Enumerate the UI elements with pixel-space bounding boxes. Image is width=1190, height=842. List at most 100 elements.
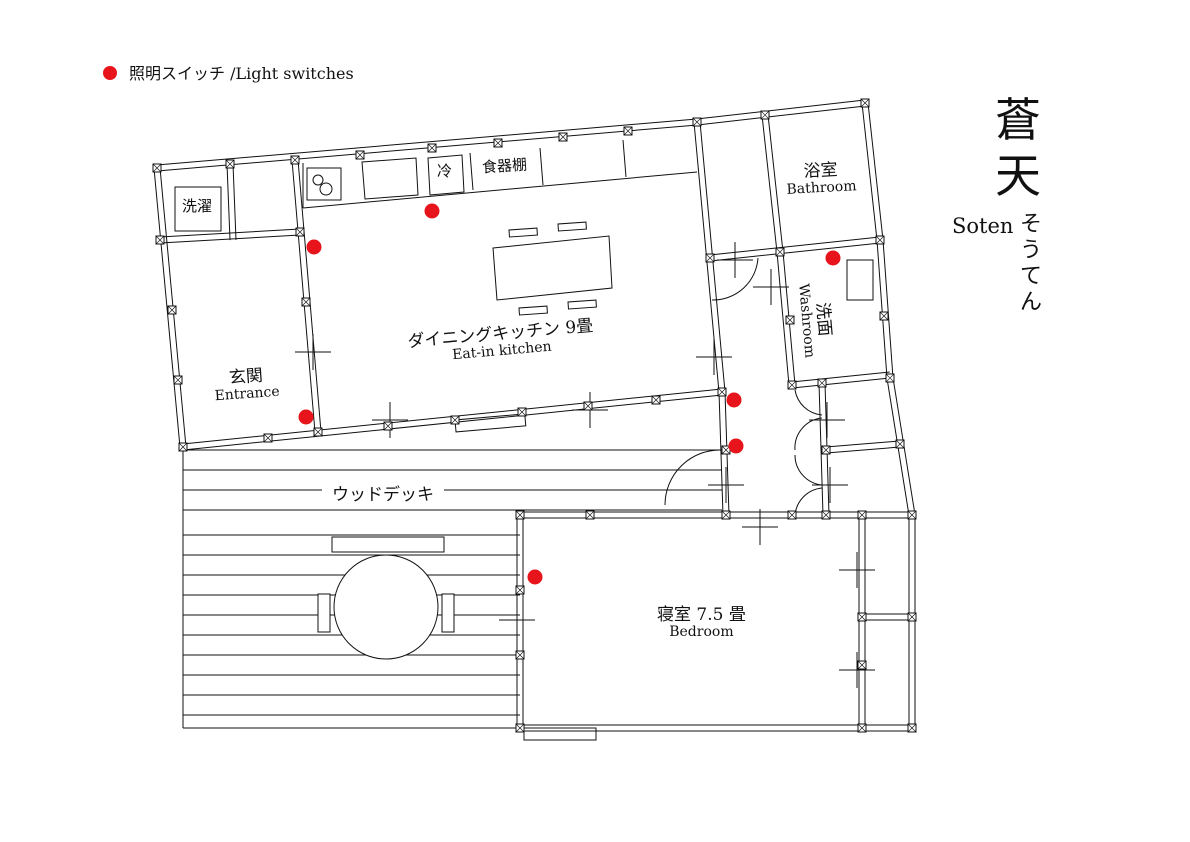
title-kana: そ う て ん bbox=[1020, 212, 1042, 316]
post-mark bbox=[875, 235, 885, 245]
bench bbox=[331, 536, 445, 553]
sink bbox=[361, 157, 419, 200]
wall bbox=[709, 236, 880, 256]
post-mark bbox=[427, 143, 437, 153]
post-mark bbox=[760, 110, 770, 120]
door-arc bbox=[664, 449, 723, 506]
wall bbox=[159, 228, 300, 238]
light-switch-marker bbox=[726, 392, 742, 408]
bedroom-label: 寝室 7.5 畳 Bedroom bbox=[657, 606, 746, 640]
post-mark bbox=[705, 253, 715, 263]
post-mark bbox=[907, 510, 917, 520]
kana-2: う bbox=[1020, 238, 1043, 263]
kana-4: ん bbox=[1020, 290, 1043, 315]
wall bbox=[876, 240, 888, 379]
title-kanji-2: 天 bbox=[995, 149, 1041, 203]
post-mark bbox=[775, 247, 785, 257]
counter-div bbox=[622, 139, 627, 178]
wall bbox=[297, 159, 322, 432]
post-mark bbox=[692, 117, 702, 127]
post-mark bbox=[821, 445, 831, 455]
post-mark bbox=[290, 155, 300, 165]
wall bbox=[767, 114, 784, 252]
title-romaji: Soten bbox=[952, 214, 1014, 238]
post-mark bbox=[895, 439, 905, 449]
light-switch-marker bbox=[825, 250, 841, 266]
bedroom-jp: 寝室 7.5 畳 bbox=[657, 605, 746, 625]
wall bbox=[718, 392, 724, 516]
laundry-label: 洗濯 bbox=[182, 197, 213, 215]
bathroom-label: 浴室 Bathroom bbox=[785, 160, 857, 198]
wall bbox=[153, 168, 181, 448]
counter-edge bbox=[302, 171, 698, 209]
kana-1: そ bbox=[1020, 212, 1043, 237]
post-mark bbox=[885, 373, 895, 383]
legend: 照明スイッチ /Light switches bbox=[103, 65, 354, 83]
door-arc bbox=[794, 389, 823, 516]
dining-table bbox=[492, 235, 613, 301]
wall bbox=[882, 239, 894, 378]
post-mark bbox=[155, 235, 165, 245]
post-mark bbox=[178, 442, 188, 452]
kana-3: て bbox=[1020, 264, 1043, 289]
counter-div bbox=[539, 147, 544, 186]
title-kanji: 蒼 天 bbox=[995, 92, 1041, 204]
chair bbox=[317, 593, 331, 633]
post-mark bbox=[785, 315, 795, 325]
post-mark bbox=[517, 407, 527, 417]
dining-chair bbox=[508, 227, 538, 238]
wall bbox=[156, 118, 697, 166]
bedroom-en: Bedroom bbox=[669, 623, 734, 640]
washroom-label: 洗面 Washroom bbox=[795, 281, 835, 359]
stove bbox=[306, 167, 342, 201]
washer bbox=[174, 186, 222, 232]
post-mark bbox=[717, 387, 727, 397]
deck-label: ウッドデッキ bbox=[322, 486, 444, 505]
post-mark bbox=[583, 401, 593, 411]
post-mark bbox=[787, 510, 797, 520]
fridge bbox=[427, 154, 465, 196]
post-mark bbox=[821, 510, 831, 520]
light-switch-marker bbox=[424, 203, 440, 219]
wall bbox=[226, 164, 231, 241]
wall bbox=[157, 124, 698, 172]
post-mark bbox=[515, 585, 525, 595]
fridge-label: 冷 bbox=[437, 162, 453, 180]
wall bbox=[160, 234, 301, 244]
chair bbox=[441, 593, 455, 633]
post-mark bbox=[167, 305, 177, 315]
post-mark bbox=[879, 311, 889, 321]
post-mark bbox=[515, 510, 525, 520]
light-switch-marker bbox=[298, 409, 314, 425]
post-mark bbox=[515, 650, 525, 660]
post-mark bbox=[493, 138, 503, 148]
wall bbox=[761, 115, 778, 253]
post-mark bbox=[623, 126, 633, 136]
post-mark bbox=[651, 395, 661, 405]
post-mark bbox=[295, 227, 305, 237]
wall bbox=[792, 377, 891, 389]
wall bbox=[861, 103, 878, 241]
wall bbox=[776, 252, 790, 386]
wall bbox=[818, 383, 824, 516]
wall bbox=[697, 105, 866, 126]
wall bbox=[291, 160, 316, 433]
post-mark bbox=[857, 510, 867, 520]
dining-chair bbox=[567, 299, 597, 310]
light-switch-marker bbox=[306, 239, 322, 255]
post-mark bbox=[152, 163, 162, 173]
wall bbox=[867, 102, 884, 240]
window bbox=[523, 727, 597, 741]
round-table bbox=[333, 554, 439, 660]
post-mark bbox=[301, 297, 311, 307]
post-mark bbox=[787, 380, 797, 390]
dining-chair bbox=[518, 305, 548, 316]
title-kanji-1: 蒼 bbox=[995, 93, 1041, 147]
post-mark bbox=[721, 510, 731, 520]
light-switch-marker-icon bbox=[103, 66, 117, 80]
burner bbox=[312, 174, 324, 186]
post-mark bbox=[313, 427, 323, 437]
burner bbox=[319, 182, 333, 196]
post-mark bbox=[225, 159, 235, 169]
